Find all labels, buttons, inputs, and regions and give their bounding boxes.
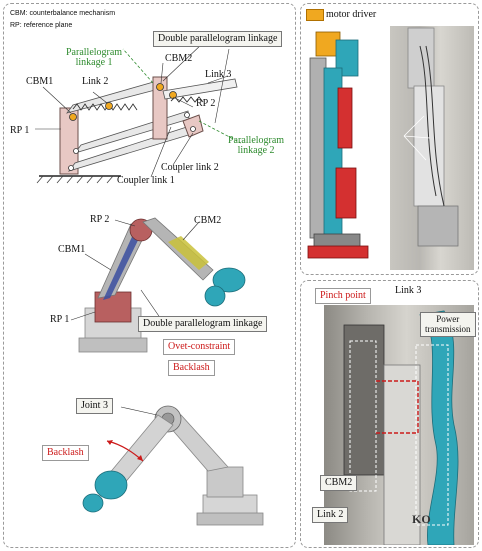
legend-rp: RP: reference plane: [10, 22, 73, 29]
label-coupler1: Coupler link 1: [117, 175, 175, 186]
brand-mark: KO: [412, 512, 431, 526]
label-motor-driver: motor driver: [326, 9, 377, 20]
label-double-parallelogram-top: Double parallelogram linkage: [153, 31, 283, 47]
label-cbm1-mid: CBM1: [58, 244, 86, 255]
label-parallelogram-1: Parallelogram linkage 1: [66, 48, 122, 68]
label-power-transmission-text: Power transmission: [425, 314, 471, 335]
label-power-transmission: Power transmission: [420, 312, 476, 337]
label-rp1-top: RP 1: [10, 125, 30, 136]
label-rp2-top: RP 2: [196, 98, 216, 109]
cross-section-render: [307, 31, 369, 259]
label-parallelogram-2: Parallelogram linkage 2: [228, 136, 284, 156]
label-link2-top: Link 2: [82, 76, 109, 87]
label-rp2-mid: RP 2: [90, 214, 110, 225]
label-backlash-mid: Backlash: [168, 360, 215, 376]
motor-driver-swatch: [306, 9, 324, 21]
label-cbm2-mid: CBM2: [194, 215, 222, 226]
label-parallelogram-2-text: Parallelogram linkage 2: [228, 135, 285, 156]
label-link3-photo: Link 3: [395, 285, 422, 296]
arm-render-bottom: [82, 405, 264, 526]
label-parallelogram-1-text: Parallelogram linkage 1: [66, 47, 123, 68]
label-joint3: Joint 3: [76, 398, 113, 414]
label-over-constraint: Ovet-constraint: [163, 339, 236, 355]
legend-cbm: CBM: counterbalance mechanism: [10, 10, 116, 17]
label-cbm2-top: CBM2: [165, 53, 193, 64]
label-rp1-mid: RP 1: [50, 314, 70, 325]
label-link2-photo: Link 2: [312, 507, 349, 523]
label-link3-top: Link 3: [205, 69, 232, 80]
arm-render-middle: [70, 217, 246, 353]
label-double-parallelogram-mid: Double parallelogram linkage: [138, 316, 268, 332]
label-coupler2: Coupler link 2: [161, 162, 219, 173]
linkage-schematic: [35, 42, 242, 184]
label-cbm1-top: CBM1: [26, 76, 54, 87]
label-backlash-bottom: Backlash: [42, 445, 89, 461]
label-cbm2-photo: CBM2: [320, 475, 358, 491]
label-pinch-point: Pinch point: [315, 288, 371, 304]
robot-photo-pinch: KO: [324, 305, 474, 545]
robot-photo-wires: wires: [390, 26, 474, 270]
